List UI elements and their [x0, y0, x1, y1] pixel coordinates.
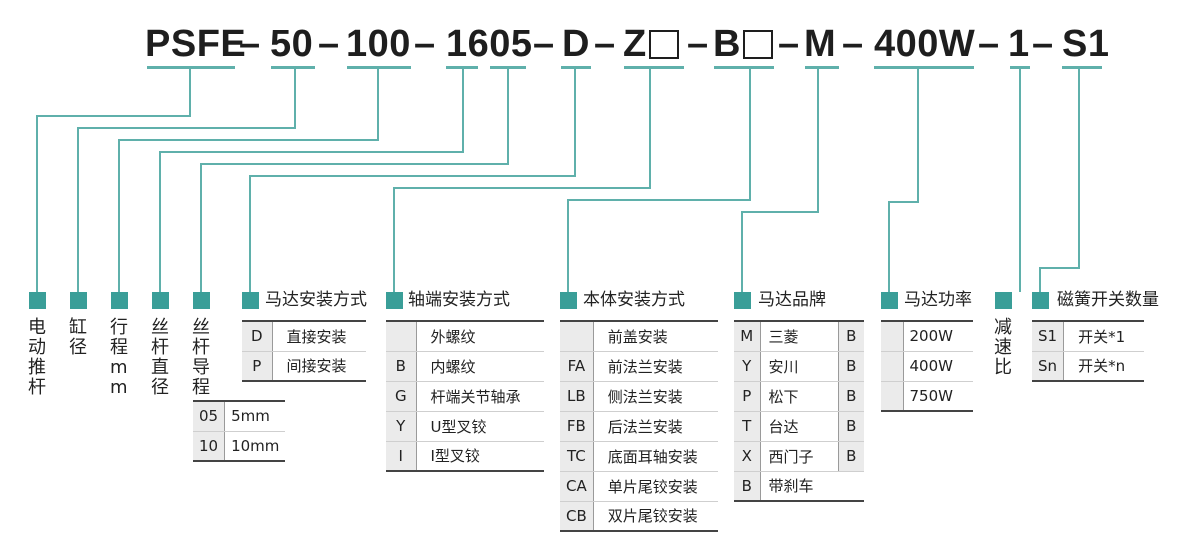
model-switch: S1	[1062, 23, 1110, 65]
label-ratio: 减速比	[994, 317, 1012, 378]
model-ratio: 1	[1008, 23, 1030, 65]
underline	[147, 66, 235, 69]
category-marker	[70, 292, 87, 309]
separator: –	[318, 23, 340, 65]
separator: –	[687, 23, 709, 65]
model-shaft: Z	[623, 22, 679, 66]
separator: –	[414, 23, 436, 65]
category-marker	[881, 292, 898, 309]
label-shaft-mount: 轴端安装方式	[408, 290, 510, 310]
model-brand: M	[804, 23, 837, 65]
separator: –	[594, 23, 616, 65]
label-motor-mount: 马达安装方式	[265, 290, 367, 310]
label-bore: 缸径	[69, 317, 87, 358]
label-stroke: 行程mm	[110, 317, 128, 398]
table-row: 外螺纹	[386, 320, 544, 352]
underline	[446, 66, 478, 69]
blank-box	[742, 30, 773, 59]
separator: –	[978, 23, 1000, 65]
blank-box	[648, 30, 679, 59]
model-power: 400W	[874, 23, 976, 65]
category-marker	[193, 292, 210, 309]
category-marker	[111, 292, 128, 309]
category-marker	[995, 292, 1012, 309]
model-series: PSFE	[145, 23, 247, 65]
underline	[624, 66, 684, 69]
label-motor-brand: 马达品牌	[758, 290, 826, 310]
label-motor-power: 马达功率	[904, 290, 972, 310]
model-stroke: 100	[346, 23, 411, 65]
model-motor-mount: D	[562, 23, 590, 65]
model-screw: 1605	[446, 23, 533, 65]
category-marker	[734, 292, 751, 309]
underline	[490, 66, 526, 69]
underline	[805, 66, 839, 69]
underline	[1062, 66, 1102, 69]
separator: –	[778, 23, 800, 65]
label-screw-diameter: 丝杆直径	[151, 317, 169, 398]
separator: –	[1032, 23, 1054, 65]
label-electric-rod: 电动推杆	[28, 317, 46, 398]
underline	[347, 66, 411, 69]
category-marker	[560, 292, 577, 309]
separator: –	[239, 23, 261, 65]
label-body-mount: 本体安装方式	[583, 290, 685, 310]
model-body: B	[713, 22, 773, 66]
category-marker	[152, 292, 169, 309]
underline	[1010, 66, 1030, 69]
underline	[874, 66, 974, 69]
separator: –	[842, 23, 864, 65]
underline	[714, 66, 774, 69]
table-row: 400W	[881, 351, 973, 382]
underline	[561, 66, 591, 69]
label-screw-lead: 丝杆导程	[192, 317, 210, 398]
category-marker	[1032, 292, 1049, 309]
category-marker	[242, 292, 259, 309]
separator: –	[533, 23, 555, 65]
category-marker	[29, 292, 46, 309]
model-bore: 50	[270, 23, 314, 65]
label-switch-count: 磁簧开关数量	[1057, 290, 1159, 310]
category-marker	[386, 292, 403, 309]
table-row: 200W	[881, 320, 973, 352]
motor-power-table: 200W 400W 750W	[881, 320, 973, 412]
table-row: 750W	[881, 381, 973, 412]
underline	[271, 66, 315, 69]
table-row: 前盖安装	[560, 320, 718, 352]
